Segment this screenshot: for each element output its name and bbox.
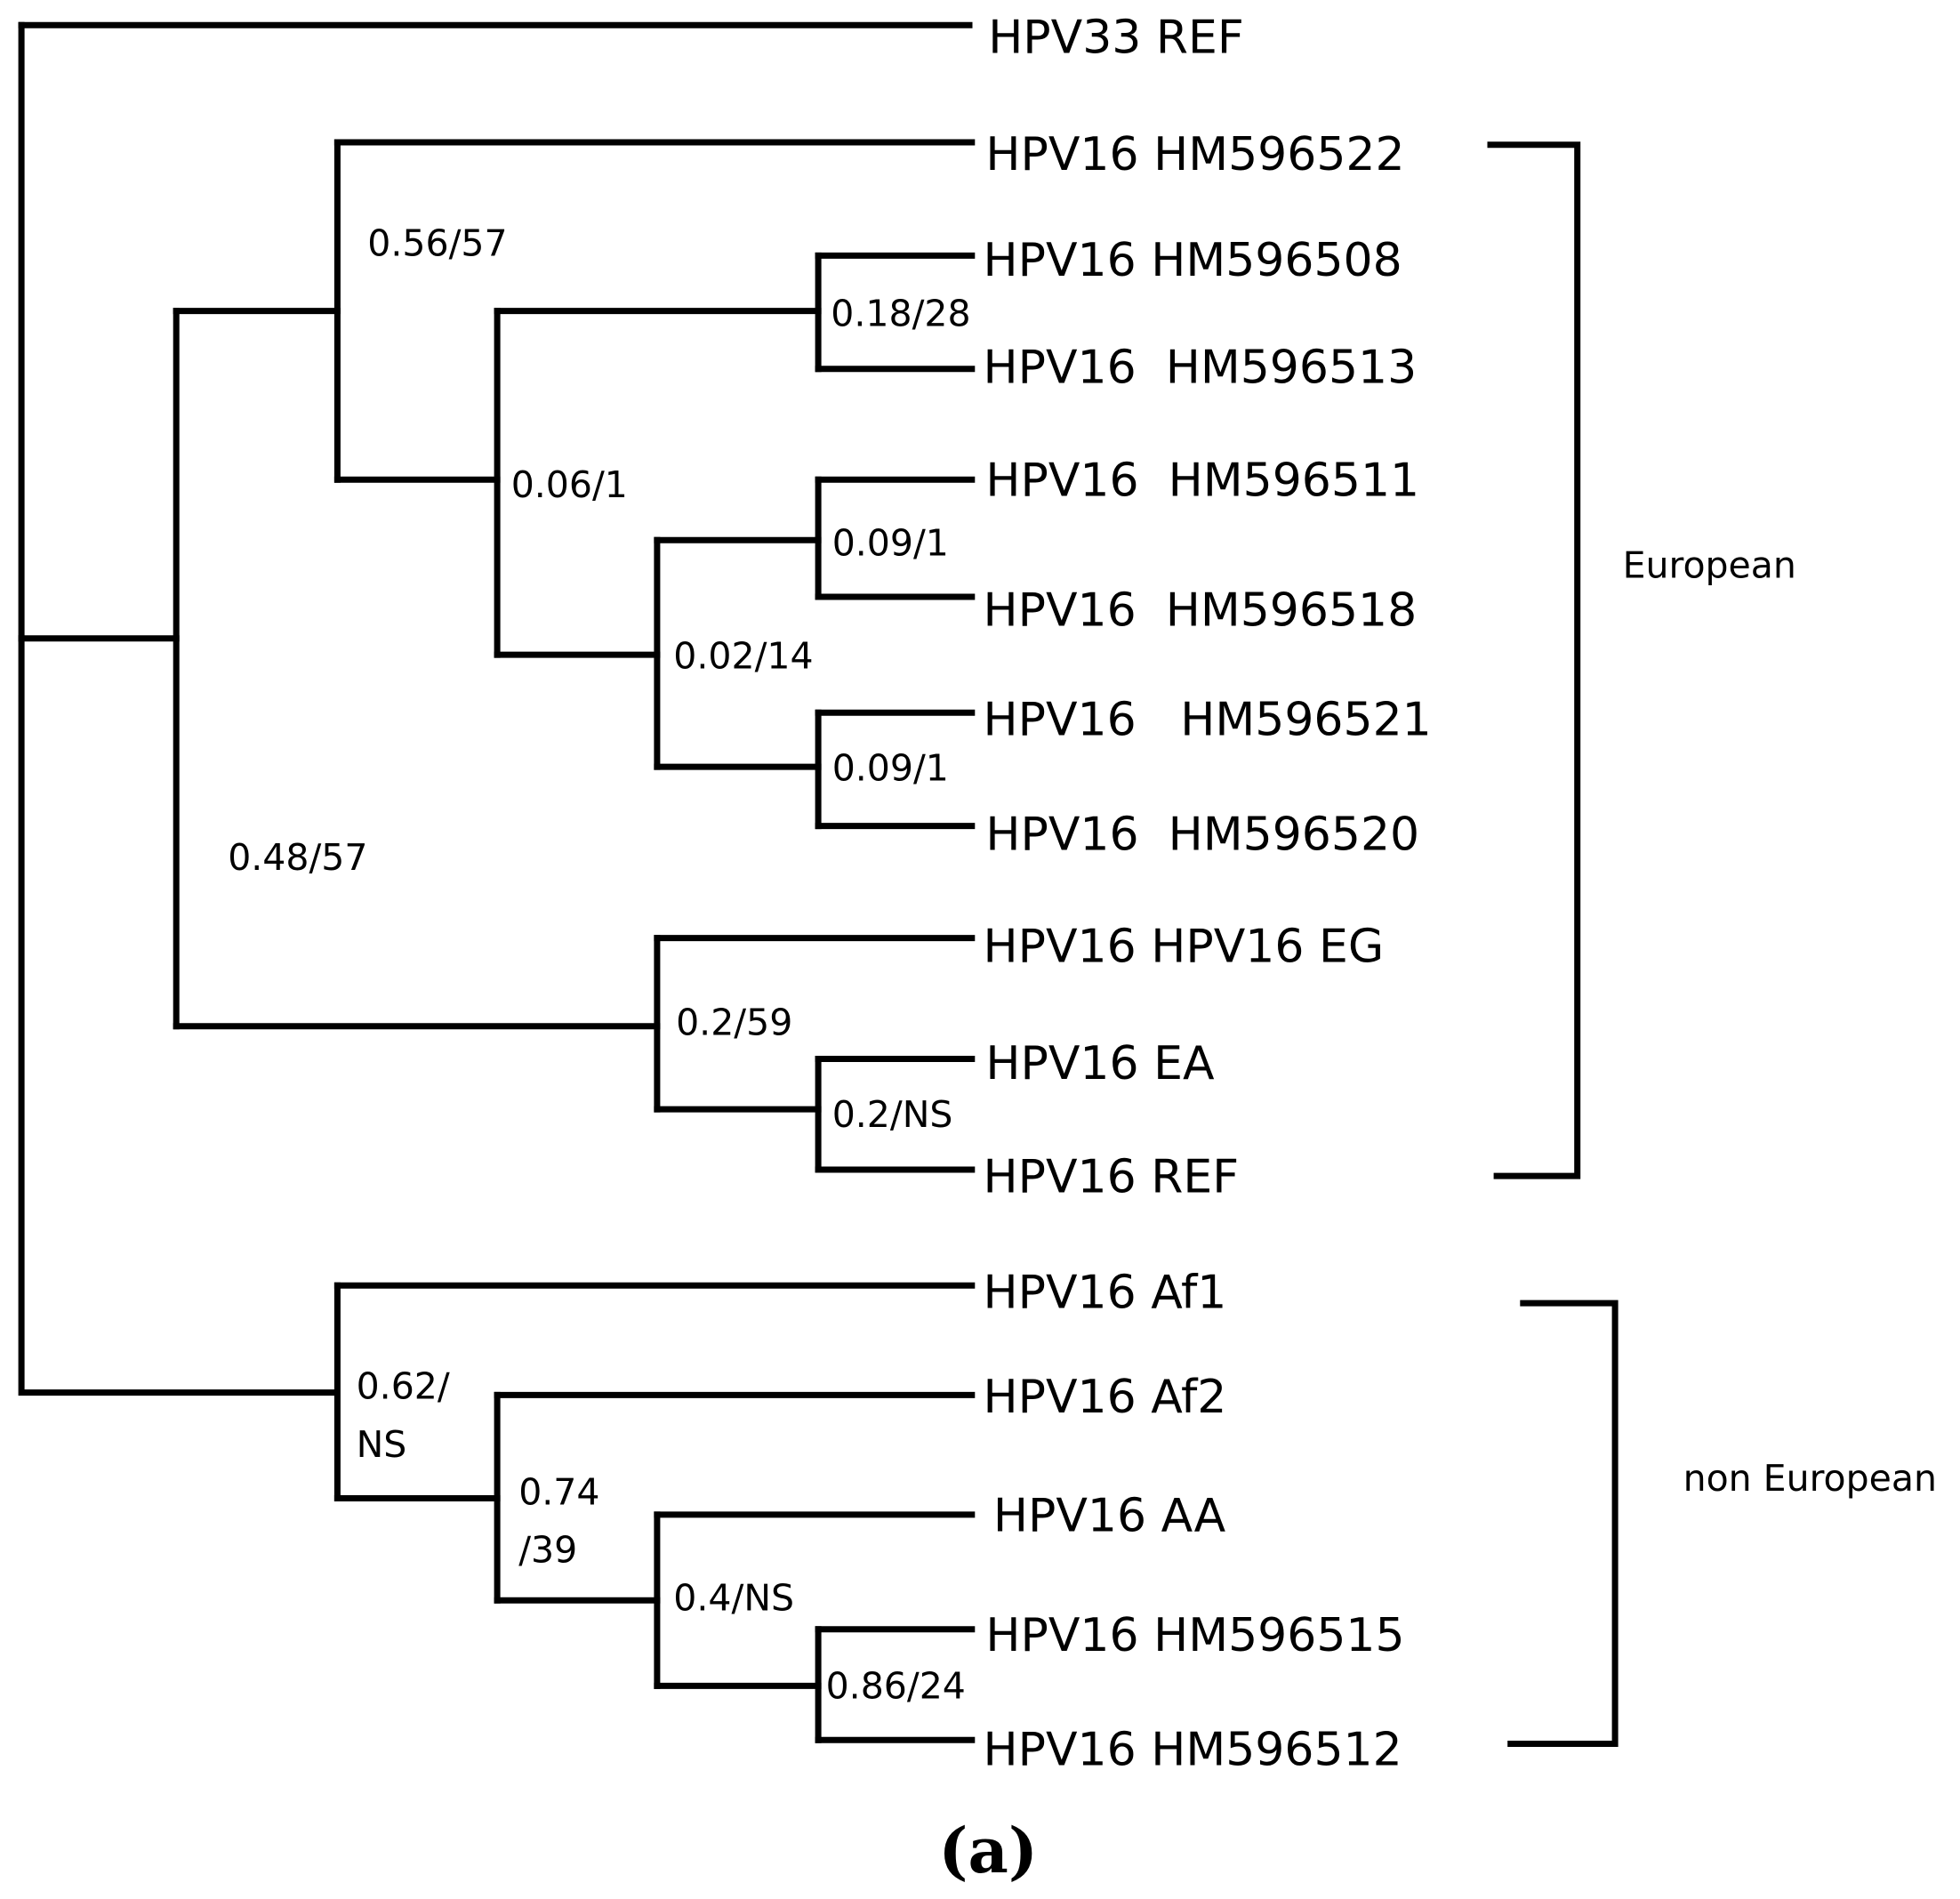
- support-value-s12: 0.4/NS: [673, 1577, 794, 1620]
- clade-label-non-european: non European: [1683, 1457, 1937, 1500]
- branch-root-nonEU: [18, 635, 337, 1396]
- support-value-s13: 0.86/24: [826, 1665, 966, 1708]
- support-value-s5: 0.02/14: [673, 635, 813, 678]
- leaf-label-l3: HPV16 HM596513: [984, 341, 1418, 394]
- support-value-s9: 0.2/NS: [832, 1093, 953, 1136]
- support-value-s10-line1: 0.62/: [357, 1365, 450, 1408]
- bracket-non-european: [1507, 1300, 1619, 1747]
- support-value-s7: 0.48/57: [228, 836, 367, 879]
- support-value-s11-line2: /39: [518, 1529, 577, 1572]
- support-value-s2: 0.18/28: [831, 293, 970, 335]
- panel-label: (a): [938, 1814, 1038, 1887]
- support-value-s8: 0.2/59: [676, 1002, 792, 1044]
- leaf-label-l5: HPV16 HM596518: [984, 584, 1418, 638]
- leaf-label-l10: HPV16 REF: [984, 1151, 1240, 1204]
- leaf-label-l4: HPV16 HM596511: [985, 455, 1419, 508]
- support-value-s3: 0.06/1: [511, 463, 628, 506]
- support-value-s10-line2: NS: [357, 1423, 407, 1466]
- leaf-label-l9: HPV16 EA: [985, 1037, 1215, 1090]
- leaf-label-l1: HPV16 HM596522: [985, 128, 1404, 181]
- leaf-label-l14: HPV16 HM596515: [985, 1609, 1404, 1662]
- leaf-label-l8: HPV16 HPV16 EG: [984, 921, 1385, 974]
- leaf-label-l15: HPV16 HM596512: [984, 1724, 1402, 1777]
- bracket-european: [1487, 141, 1581, 1179]
- leaf-label-l11: HPV16 Af1: [984, 1267, 1227, 1320]
- support-value-s1: 0.56/57: [367, 221, 507, 264]
- support-value-s6: 0.09/1: [832, 747, 949, 790]
- leaf-label-l0: HPV33 REF: [988, 12, 1244, 65]
- leaf-label-l7: HPV16 HM596520: [985, 809, 1419, 862]
- leaf-label-l13: HPV16 AA: [993, 1489, 1226, 1542]
- leaf-label-l12: HPV16 Af2: [984, 1371, 1227, 1424]
- leaf-label-l6: HPV16 HM596521: [984, 694, 1432, 747]
- support-value-s4: 0.09/1: [832, 521, 949, 564]
- clade-label-european: European: [1623, 544, 1796, 587]
- support-value-s11-line1: 0.74: [518, 1471, 599, 1514]
- leaf-label-l2: HPV16 HM596508: [984, 234, 1402, 287]
